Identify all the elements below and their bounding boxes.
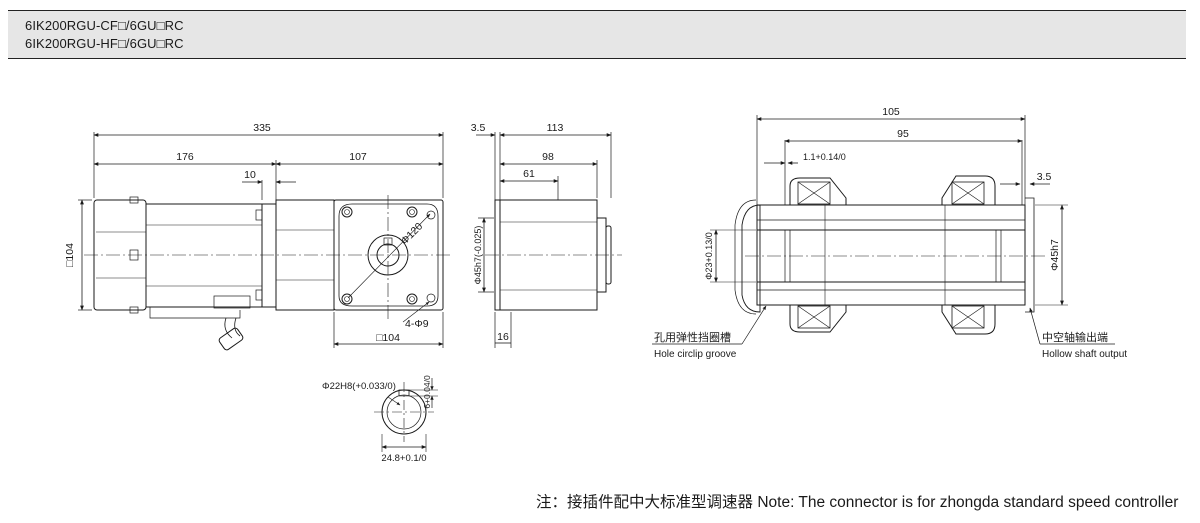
dim-motor-length: 176 [176, 151, 194, 163]
dim-overall-length: 335 [253, 122, 271, 134]
footnote-zh: 注：接插件配中大标准型调速器 [536, 493, 754, 511]
footnote-en: Note: The connector is for zhongda stand… [757, 494, 1179, 511]
dim-total: 105 [882, 106, 900, 118]
label-output-en: Hollow shaft output [1042, 349, 1127, 360]
dim-between: 95 [897, 128, 909, 140]
dim-gear-overall: 113 [547, 122, 564, 134]
bore-detail [374, 378, 438, 452]
title-bar: 6IK200RGU-CF□/6GU□RC 6IK200RGU-HF□/6GU□R… [8, 10, 1186, 59]
dim-keyway-width: 6+0.04/0 [422, 375, 432, 409]
dimension-labels: 335 176 107 10 □104 Φ120 4-Φ9 □104 3.5 1… [64, 106, 1127, 464]
label-circlip-zh: 孔用弹性挡圈槽 [654, 330, 731, 344]
side-view [78, 132, 450, 351]
hollow-shaft-view [652, 115, 1115, 345]
dim-keyway-depth: 24.8+0.1/0 [381, 453, 426, 464]
dim-flange-thk: 3.5 [471, 122, 486, 134]
dim-61: 61 [523, 168, 535, 180]
dim-pilot: Φ45h7(-0.025) [473, 226, 483, 285]
dim-flange-square: □104 [376, 332, 400, 344]
footnote: 注：接插件配中大标准型调速器 Note: The connector is fo… [536, 490, 1178, 512]
dim-shaft-pilot: Φ45h7 [1049, 239, 1061, 271]
dim-motor-square: □104 [64, 243, 76, 267]
label-output-zh: 中空轴输出端 [1042, 330, 1108, 344]
dim-bore: Φ22H8(+0.033/0) [322, 381, 396, 392]
dim-circlip: 1.1+0.14/0 [803, 152, 846, 162]
dim-16: 16 [497, 331, 509, 343]
model-number-2: 6IK200RGU-HF□/6GU□RC [25, 36, 184, 51]
dim-98: 98 [542, 151, 554, 163]
dim-mount-holes: 4-Φ9 [405, 318, 429, 330]
dim-flange-offset: 10 [244, 169, 256, 181]
gear-side-view [476, 132, 622, 348]
dim-shaft-bore: Φ23+0.13/0 [704, 232, 714, 279]
front-view [333, 195, 444, 348]
dim-pcd: Φ120 [398, 220, 425, 247]
label-circlip-en: Hole circlip groove [654, 349, 737, 360]
dim-right-offset: 3.5 [1037, 171, 1052, 183]
dim-gear-length: 107 [349, 151, 367, 163]
model-number-1: 6IK200RGU-CF□/6GU□RC [25, 18, 184, 33]
